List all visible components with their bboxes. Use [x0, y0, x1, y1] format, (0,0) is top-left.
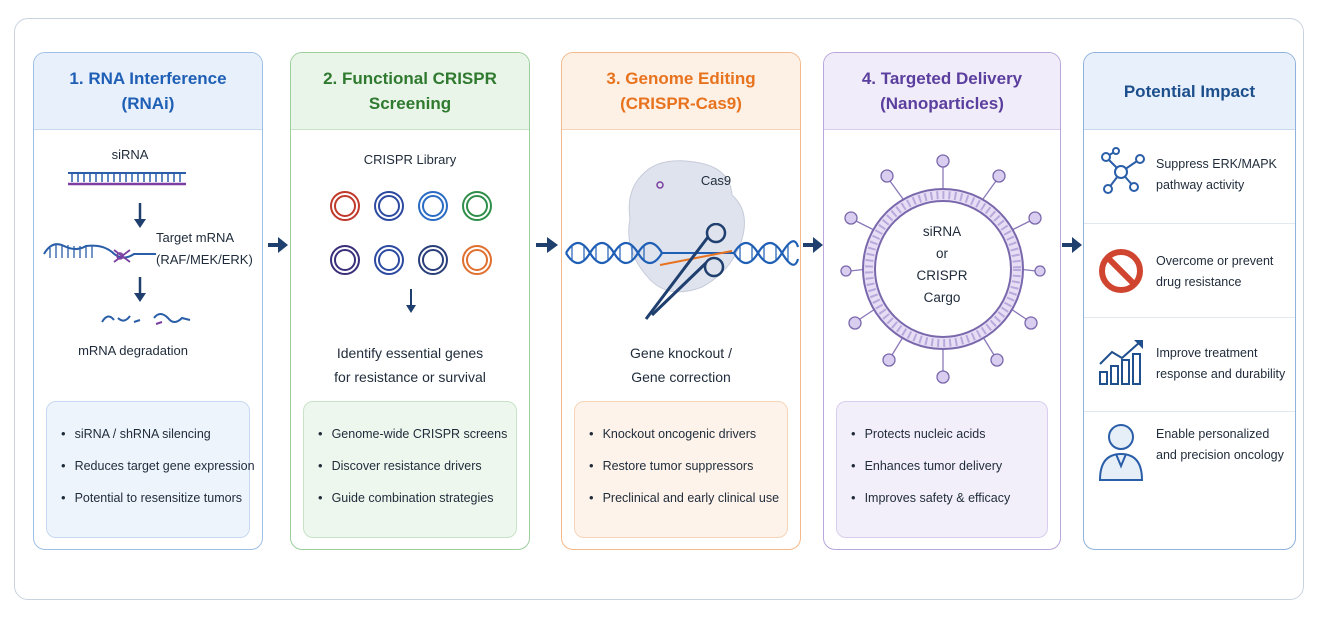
bullet-item: Genome-wide CRISPR screens: [318, 418, 516, 450]
right-arrow-icon: [536, 237, 558, 253]
panel-potential-impact: Potential Impact Suppress ERK/MAPK pathw…: [1083, 52, 1296, 550]
bullet-item: Improves safety & efficacy: [851, 482, 1047, 514]
sirna-strand-icon: [68, 172, 186, 186]
down-arrow-icon: [406, 289, 416, 313]
knockout-correction-label: Gene knockout / Gene correction: [630, 345, 732, 385]
panel-crispr-screening: 2. Functional CRISPR Screening CRISPR Li…: [290, 52, 530, 550]
bullet-item: Reduces target gene expression: [61, 450, 255, 482]
impact-item: Enable personalized and precision oncolo…: [1084, 411, 1295, 506]
impact-text: Suppress ERK/MAPK pathway activity: [1156, 157, 1277, 192]
down-arrow-icon: [134, 203, 146, 228]
impact-text: Improve treatment response and durabilit…: [1156, 346, 1286, 381]
target-mrna-label: Target mRNA (RAF/MEK/ERK): [156, 230, 253, 267]
panel-crispr-screening-title: 2. Functional CRISPR Screening: [291, 53, 529, 130]
bullet-item: Restore tumor suppressors: [589, 450, 787, 482]
bullet-item: Preclinical and early clinical use: [589, 482, 787, 514]
down-arrow-icon: [134, 277, 146, 302]
cargo-label: siRNA or CRISPR Cargo: [916, 224, 968, 305]
panel-rnai: 1. RNA Interference (RNAi) siRNA Target …: [33, 52, 263, 550]
person-icon: [1098, 424, 1144, 481]
impact-item: Improve treatment response and durabilit…: [1084, 317, 1295, 412]
prohibited-icon: [1099, 249, 1143, 293]
bullet-item: Discover resistance drivers: [318, 450, 516, 482]
right-arrow-icon: [268, 237, 288, 253]
nanoparticle-icon: [840, 154, 1046, 384]
panel-genome-editing: 3. Genome Editing (CRISPR-Cas9) Cas9 Gen…: [561, 52, 801, 550]
cas9-label: Cas9: [700, 173, 732, 188]
impact-item: Overcome or prevent drug resistance: [1084, 223, 1295, 318]
impact-text: Enable personalized and precision oncolo…: [1156, 427, 1284, 462]
bullet-item: Protects nucleic acids: [851, 418, 1047, 450]
right-arrow-icon: [1062, 237, 1082, 253]
panel-rnai-bullets: siRNA / shRNA silencing Reduces target g…: [46, 401, 255, 538]
plasmid-library-icon: [330, 191, 492, 275]
identify-genes-label: Identify essential genes for resistance …: [334, 345, 486, 385]
bullet-item: Knockout oncogenic drivers: [589, 418, 787, 450]
bullet-item: siRNA / shRNA silencing: [61, 418, 249, 450]
crispr-library-label: CRISPR Library: [363, 152, 457, 167]
panel-genome-editing-title: 3. Genome Editing (CRISPR-Cas9): [562, 53, 800, 130]
impact-text: Overcome or prevent drug resistance: [1156, 254, 1274, 289]
bullet-item: Guide combination strategies: [318, 482, 516, 514]
panel-genome-editing-bullets: Knockout oncogenic drivers Restore tumor…: [574, 401, 788, 538]
bullet-item: Enhances tumor delivery: [851, 450, 1047, 482]
network-icon: [1101, 147, 1145, 194]
impact-title: Potential Impact: [1084, 53, 1295, 130]
right-arrow-icon: [803, 237, 823, 253]
dna-scissors-icon: [565, 223, 800, 320]
bullet-item: Potential to resensitize tumors: [61, 482, 249, 514]
sirna-label: siRNA: [111, 147, 149, 162]
growth-chart-icon: [1099, 340, 1143, 385]
degradation-label: mRNA degradation: [78, 343, 188, 358]
panel-targeted-delivery: 4. Targeted Delivery (Nanoparticles) siR…: [823, 52, 1061, 550]
impact-item: Suppress ERK/MAPK pathway activity: [1084, 129, 1295, 223]
target-mrna-icon: [43, 243, 156, 263]
panel-targeted-delivery-bullets: Protects nucleic acids Enhances tumor de…: [836, 401, 1048, 538]
panel-rnai-title: 1. RNA Interference (RNAi): [34, 53, 262, 130]
panel-crispr-screening-bullets: Genome-wide CRISPR screens Discover resi…: [303, 401, 517, 538]
panel-targeted-delivery-title: 4. Targeted Delivery (Nanoparticles): [824, 53, 1060, 130]
degraded-mrna-icon: [101, 313, 191, 325]
